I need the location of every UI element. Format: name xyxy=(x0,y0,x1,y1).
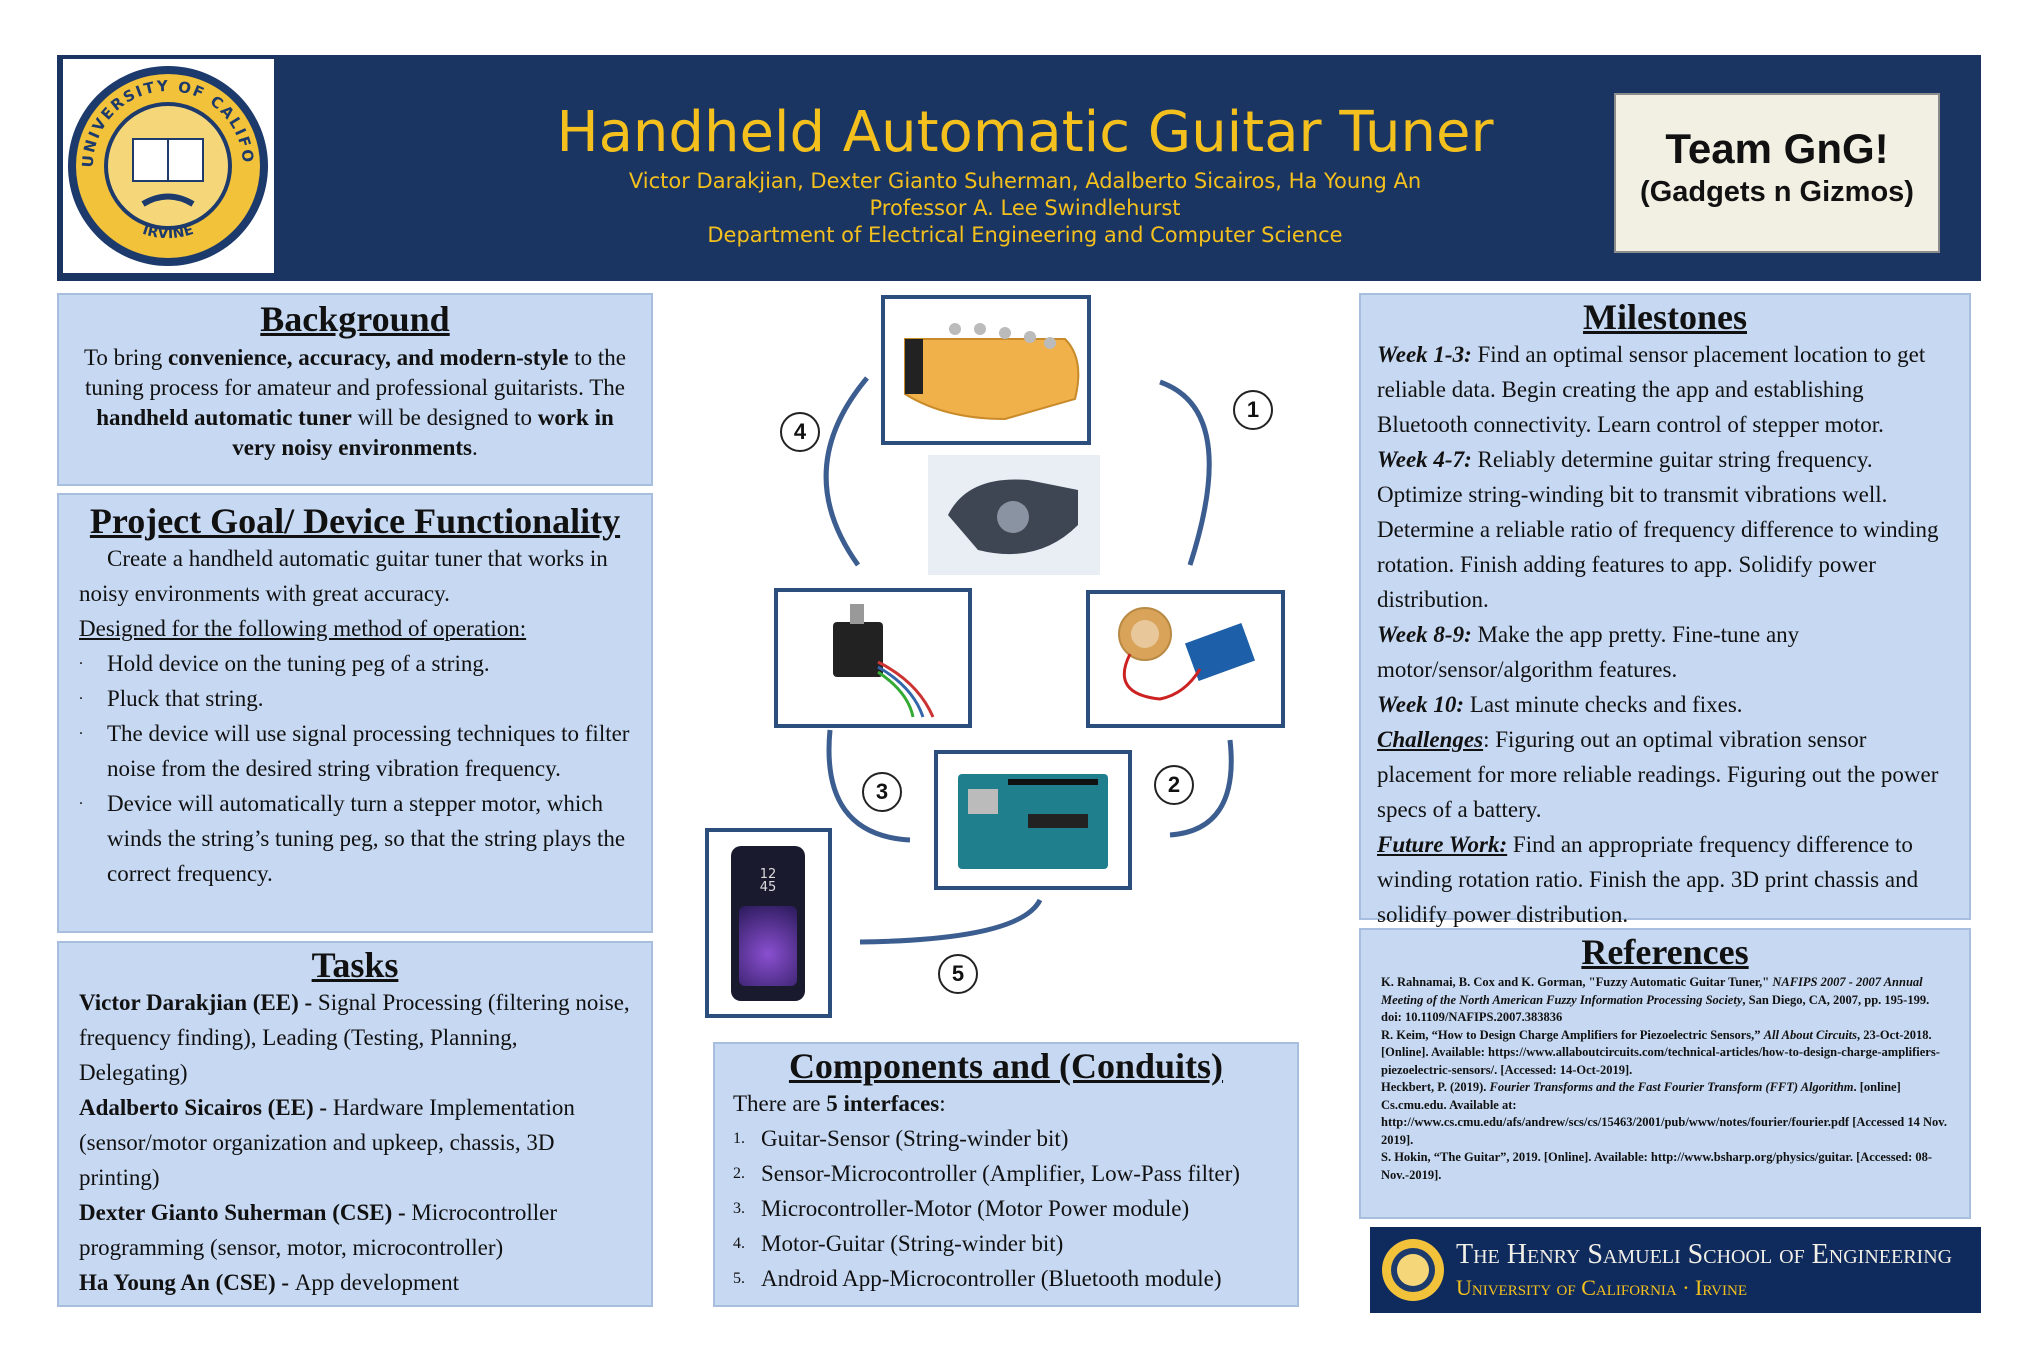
guitar-headstock-icon xyxy=(904,323,1080,421)
components-list: 1.Guitar-Sensor (String-winder bit) 2.Se… xyxy=(733,1121,1279,1296)
list-item: 5.Android App-Microcontroller (Bluetooth… xyxy=(733,1266,1222,1291)
interface-number-3: 3 xyxy=(862,772,902,812)
phone-hour: 12 xyxy=(759,867,777,882)
task-item: Victor Darakjian (EE) - Signal Processin… xyxy=(79,990,630,1085)
milestone-item: Week 8-9: Make the app pretty. Fine-tune… xyxy=(1377,622,1800,682)
future-work: Future Work: Find an appropriate frequen… xyxy=(1377,832,1919,927)
list-item: Hold device on the tuning peg of a strin… xyxy=(79,642,631,681)
operation-heading: Designed for the following method of ope… xyxy=(79,616,527,641)
list-item: Device will automatically turn a stepper… xyxy=(79,782,631,891)
milestone-item: Week 4-7: Reliably determine guitar stri… xyxy=(1377,447,1939,612)
connector-3 xyxy=(826,729,911,843)
interface-number-2: 2 xyxy=(1154,765,1194,805)
uci-seal-icon: THE UNIVERSITY OF CALIFORNIA IRVINE xyxy=(56,45,268,266)
professor: Professor A. Lee Swindlehurst xyxy=(869,196,1181,220)
piezo-sensor-image xyxy=(1086,590,1285,728)
tasks-panel: Tasks Victor Darakjian (EE) - Signal Pro… xyxy=(57,941,653,1307)
phone-minute: 45 xyxy=(759,880,777,895)
team-name-box: Team GnG! (Gadgets n Gizmos) xyxy=(1614,93,1940,253)
piezo-sensor-icon xyxy=(1118,607,1256,701)
references-panel: References K. Rahnamai, B. Cox and K. Go… xyxy=(1359,928,1971,1219)
winder-bit-icon xyxy=(948,479,1078,555)
microcontroller-image xyxy=(934,750,1132,890)
stepper-motor-image xyxy=(774,588,972,728)
university-name: University of California · Irvine xyxy=(1456,1275,1748,1300)
phone-icon: 12 45 xyxy=(731,846,805,1001)
task-item: Ha Young An (CSE) - App development xyxy=(79,1270,459,1295)
connector-2 xyxy=(1169,739,1234,838)
string-winder-bit-image xyxy=(928,455,1100,575)
university-logo: THE UNIVERSITY OF CALIFORNIA IRVINE xyxy=(56,45,274,273)
guitar-headstock-image xyxy=(881,295,1091,445)
reference-item: R. Keim, “How to Design Charge Amplifier… xyxy=(1381,1027,1940,1077)
operation-list: Hold device on the tuning peg of a strin… xyxy=(79,642,631,891)
background-panel: Background To bring convenience, accurac… xyxy=(57,293,653,486)
list-item: 3.Microcontroller-Motor (Motor Power mod… xyxy=(733,1196,1190,1221)
svg-text:IRVINE: IRVINE xyxy=(141,222,196,242)
team-name: Team GnG! xyxy=(1665,125,1889,172)
interface-number-4: 4 xyxy=(780,412,820,452)
background-title: Background xyxy=(260,299,450,339)
interface-number-1: 1 xyxy=(1233,390,1273,430)
team-subtitle: (Gadgets n Gizmos) xyxy=(1640,176,1914,208)
authors: Victor Darakjian, Dexter Gianto Suherman… xyxy=(628,169,1422,193)
milestones-title: Milestones xyxy=(1583,297,1747,337)
list-item: The device will use signal processing te… xyxy=(79,712,631,786)
reference-item: K. Rahnamai, B. Cox and K. Gorman, "Fuzz… xyxy=(1381,975,1930,1024)
department: Department of Electrical Engineering and… xyxy=(707,223,1343,247)
list-item: 2.Sensor-Microcontroller (Amplifier, Low… xyxy=(733,1161,1240,1186)
project-goal-intro: Create a handheld automatic guitar tuner… xyxy=(79,546,608,606)
milestone-item: Week 10: Last minute checks and fixes. xyxy=(1377,692,1743,717)
tasks-title: Tasks xyxy=(311,945,399,985)
milestone-item: Week 1-3: Find an optimal sensor placeme… xyxy=(1377,342,1926,437)
reference-item: Heckbert, P. (2019). Fourier Transforms … xyxy=(1381,1080,1947,1147)
connector-4 xyxy=(823,376,869,567)
background-text: To bring convenience, accuracy, and mode… xyxy=(83,345,627,460)
school-seal-icon xyxy=(1382,1239,1444,1301)
task-item: Adalberto Sicairos (EE) - Hardware Imple… xyxy=(79,1095,575,1190)
list-item: Pluck that string. xyxy=(79,677,631,716)
components-title: Components and (Conduits) xyxy=(788,1046,1224,1086)
android-phone-image: 12 45 xyxy=(705,828,832,1018)
references-title: References xyxy=(1581,932,1749,972)
list-item: 1.Guitar-Sensor (String-winder bit) xyxy=(733,1126,1069,1151)
components-intro: There are 5 interfaces: xyxy=(733,1091,946,1116)
project-goal-title: Project Goal/ Device Functionality xyxy=(89,501,621,541)
poster-title: Handheld Automatic Guitar Tuner xyxy=(556,100,1494,165)
interfaces-diagram: 12 45 1 2 3 4 5 xyxy=(700,290,1340,1030)
milestones-panel: Milestones Week 1-3: Find an optimal sen… xyxy=(1359,293,1971,927)
project-goal-panel: Project Goal/ Device Functionality Creat… xyxy=(57,493,653,933)
task-item: Dexter Gianto Suherman (CSE) - Microcont… xyxy=(79,1200,558,1260)
list-item: 4.Motor-Guitar (String-winder bit) xyxy=(733,1231,1064,1256)
components-panel: Components and (Conduits) There are 5 in… xyxy=(713,1042,1299,1307)
interface-number-5: 5 xyxy=(938,954,978,994)
diagram-connectors xyxy=(823,376,1234,945)
connector-1 xyxy=(1159,379,1212,566)
arduino-board-icon xyxy=(958,774,1108,869)
engineering-school-banner: The Henry Samueli School of Engineering … xyxy=(1370,1227,1981,1313)
stepper-motor-icon xyxy=(833,604,935,718)
challenges: Challenges: Figuring out an optimal vibr… xyxy=(1377,727,1939,822)
connector-5 xyxy=(859,898,1043,945)
reference-item: S. Hokin, “The Guitar”, 2019. [Online]. … xyxy=(1381,1150,1933,1182)
school-name: The Henry Samueli School of Engineering xyxy=(1456,1239,1953,1270)
